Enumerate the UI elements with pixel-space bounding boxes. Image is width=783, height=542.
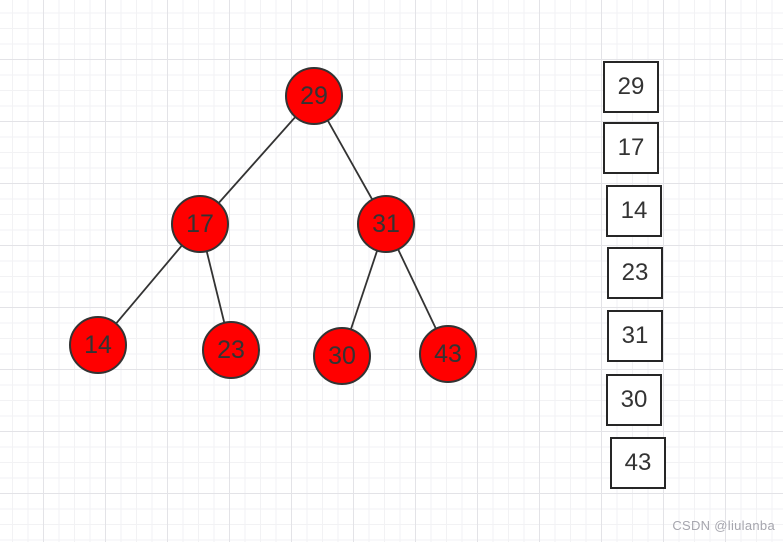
- array-box-29[interactable]: 29: [603, 61, 659, 113]
- array-box-31[interactable]: 31: [607, 310, 663, 362]
- array-box-43[interactable]: 43: [610, 437, 666, 489]
- tree-node-31[interactable]: 31: [357, 195, 415, 253]
- array-box-14[interactable]: 14: [606, 185, 662, 237]
- tree-node-29[interactable]: 29: [285, 67, 343, 125]
- array-box-23[interactable]: 23: [607, 247, 663, 299]
- tree-node-23[interactable]: 23: [202, 321, 260, 379]
- tree-node-17[interactable]: 17: [171, 195, 229, 253]
- array-box-17[interactable]: 17: [603, 122, 659, 174]
- tree-node-30[interactable]: 30: [313, 327, 371, 385]
- tree-node-43[interactable]: 43: [419, 325, 477, 383]
- tree-node-14[interactable]: 14: [69, 316, 127, 374]
- csdn-watermark: CSDN @liulanba: [672, 518, 775, 533]
- array-box-30[interactable]: 30: [606, 374, 662, 426]
